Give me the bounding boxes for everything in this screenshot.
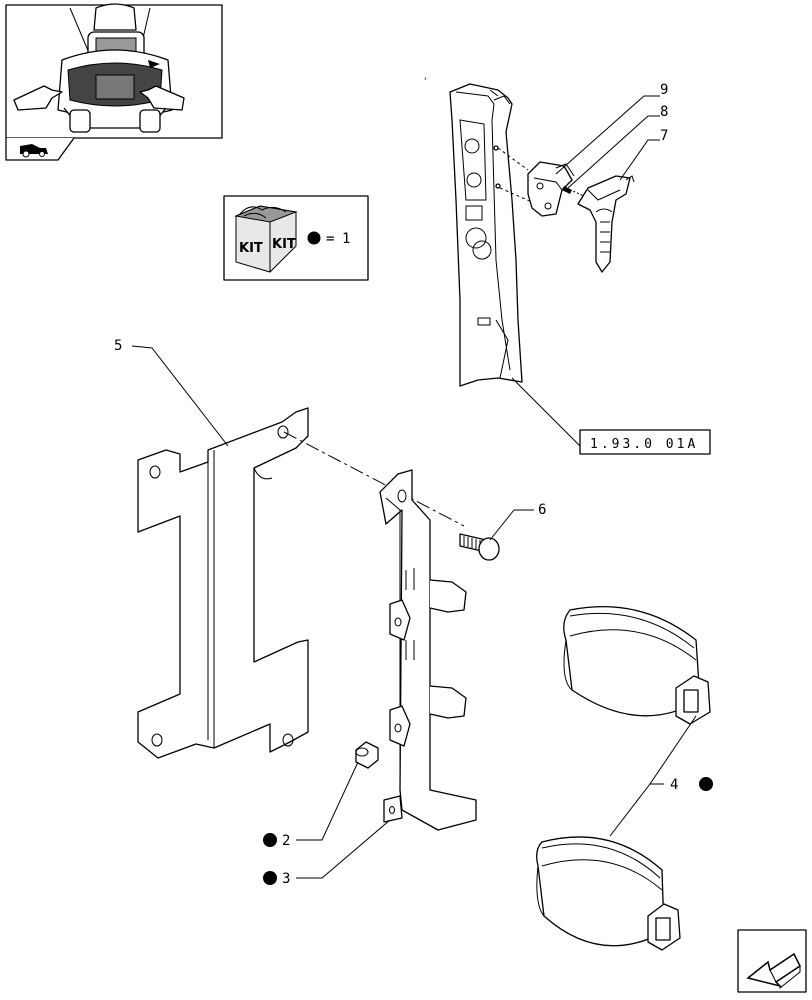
callout-3: 3 [282,871,290,887]
leader-2 [296,761,359,841]
leader-3 [296,819,391,879]
leader-8 [567,115,660,189]
leader-5 [131,345,229,447]
leader-6 [489,509,534,541]
kit-quantity: 1 [342,231,350,247]
clamp-strap-4-lower[interactable] [536,836,681,951]
tractor-cab-illustration [57,3,173,133]
callout-5: 5 [114,338,122,354]
kit-dot-2 [263,833,277,847]
callout-labels: 9 8 7 5 6 4 2 3 [114,82,678,887]
kit-text-left: KIT [239,241,263,256]
kit-marker-dot [307,231,321,245]
callout-8: 8 [660,104,668,120]
location-thumbnail[interactable] [5,3,223,161]
callout-2: 2 [282,833,290,849]
leader-lines [131,95,697,879]
support-bracket-3[interactable] [379,469,477,831]
next-page-arrow[interactable] [737,929,807,993]
kit-marker-dots [263,777,713,885]
tractor-mini-icon [20,144,48,158]
cab-pillar[interactable]: ‘ [424,77,523,387]
grab-handle-7[interactable] [577,175,635,273]
assembly-axis-line [283,431,465,527]
nut-2[interactable] [355,741,379,769]
reference-box[interactable]: 1.93.0 01A [511,377,711,455]
kit-box-icon: KIT KIT [234,205,298,273]
kit-text-right: KIT [272,237,296,252]
reference-leader [511,377,581,447]
reference-label: 1.93.0 01A [590,437,698,452]
leader-4a [649,715,697,785]
pillar-mark: ‘ [424,77,427,87]
kit-dot-4 [699,777,713,791]
callout-6: 6 [538,502,546,518]
kit-equals-sign: = [326,231,334,247]
handle-bracket-9[interactable] [527,161,575,217]
arrow-down-left-icon [746,952,801,988]
fastener-dashes [497,147,585,203]
mounting-plate-5[interactable] [137,407,309,759]
clamp-strap-4-upper[interactable] [563,605,711,725]
kit-legend-box: KIT KIT = 1 [223,195,369,281]
right-pointer-arrow-icon [139,85,185,111]
leader-7 [619,139,660,181]
bolt-6[interactable] [459,533,500,561]
left-pointer-arrow-icon [13,85,63,111]
leader-9 [555,95,660,175]
pin-8[interactable] [562,186,572,194]
callout-4: 4 [670,777,678,793]
leader-4b [609,783,651,837]
callout-9: 9 [660,82,668,98]
kit-dot-3 [263,871,277,885]
callout-7: 7 [660,128,668,144]
